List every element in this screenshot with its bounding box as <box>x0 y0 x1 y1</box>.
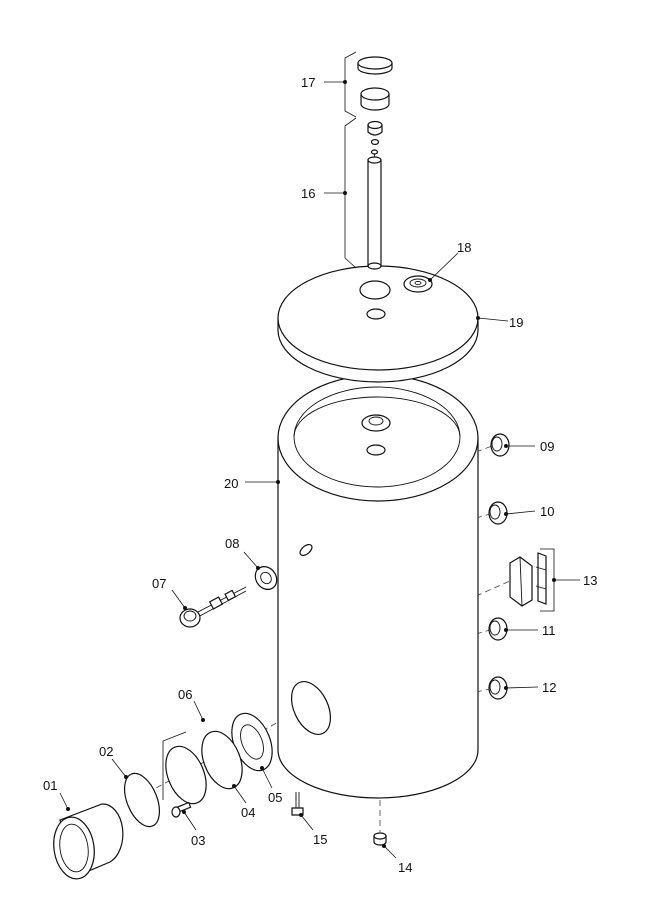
thermostat-block <box>509 548 555 612</box>
label-19: 19 <box>509 315 523 330</box>
label-03: 03 <box>191 833 205 848</box>
label-09: 09 <box>540 439 554 454</box>
leader-lines <box>59 80 580 859</box>
top-caps <box>357 56 393 111</box>
label-06: 06 <box>178 687 192 702</box>
label-17: 17 <box>301 75 315 90</box>
cover-cap-01 <box>53 803 124 880</box>
label-15: 15 <box>313 832 327 847</box>
label-02: 02 <box>99 744 113 759</box>
foot-14 <box>373 832 387 846</box>
flange-plate <box>165 745 207 805</box>
socket-10 <box>488 501 508 525</box>
label-01: 01 <box>43 778 57 793</box>
part-labels: 17 16 18 19 20 09 10 13 11 12 08 07 06 0… <box>43 75 597 875</box>
label-05: 05 <box>268 790 282 805</box>
gasket-02 <box>123 772 161 828</box>
socket-09 <box>490 433 510 457</box>
label-11: 11 <box>542 623 556 638</box>
label-12: 12 <box>542 680 556 695</box>
label-16: 16 <box>301 186 315 201</box>
inspection-flange-set <box>53 712 273 880</box>
label-07: 07 <box>152 576 166 591</box>
tank-cover <box>277 265 479 383</box>
label-10: 10 <box>540 504 554 519</box>
label-18: 18 <box>457 240 471 255</box>
flange-fitting <box>403 275 433 293</box>
sockets <box>488 433 510 700</box>
label-08: 08 <box>225 536 239 551</box>
bolt-15 <box>291 792 304 816</box>
heating-element <box>179 566 278 628</box>
anode-rod <box>367 120 383 270</box>
tank-body <box>277 374 479 799</box>
label-04: 04 <box>241 805 255 820</box>
label-20: 20 <box>224 476 238 491</box>
bolt-03 <box>171 801 192 818</box>
label-14: 14 <box>398 860 412 875</box>
label-13: 13 <box>583 573 597 588</box>
